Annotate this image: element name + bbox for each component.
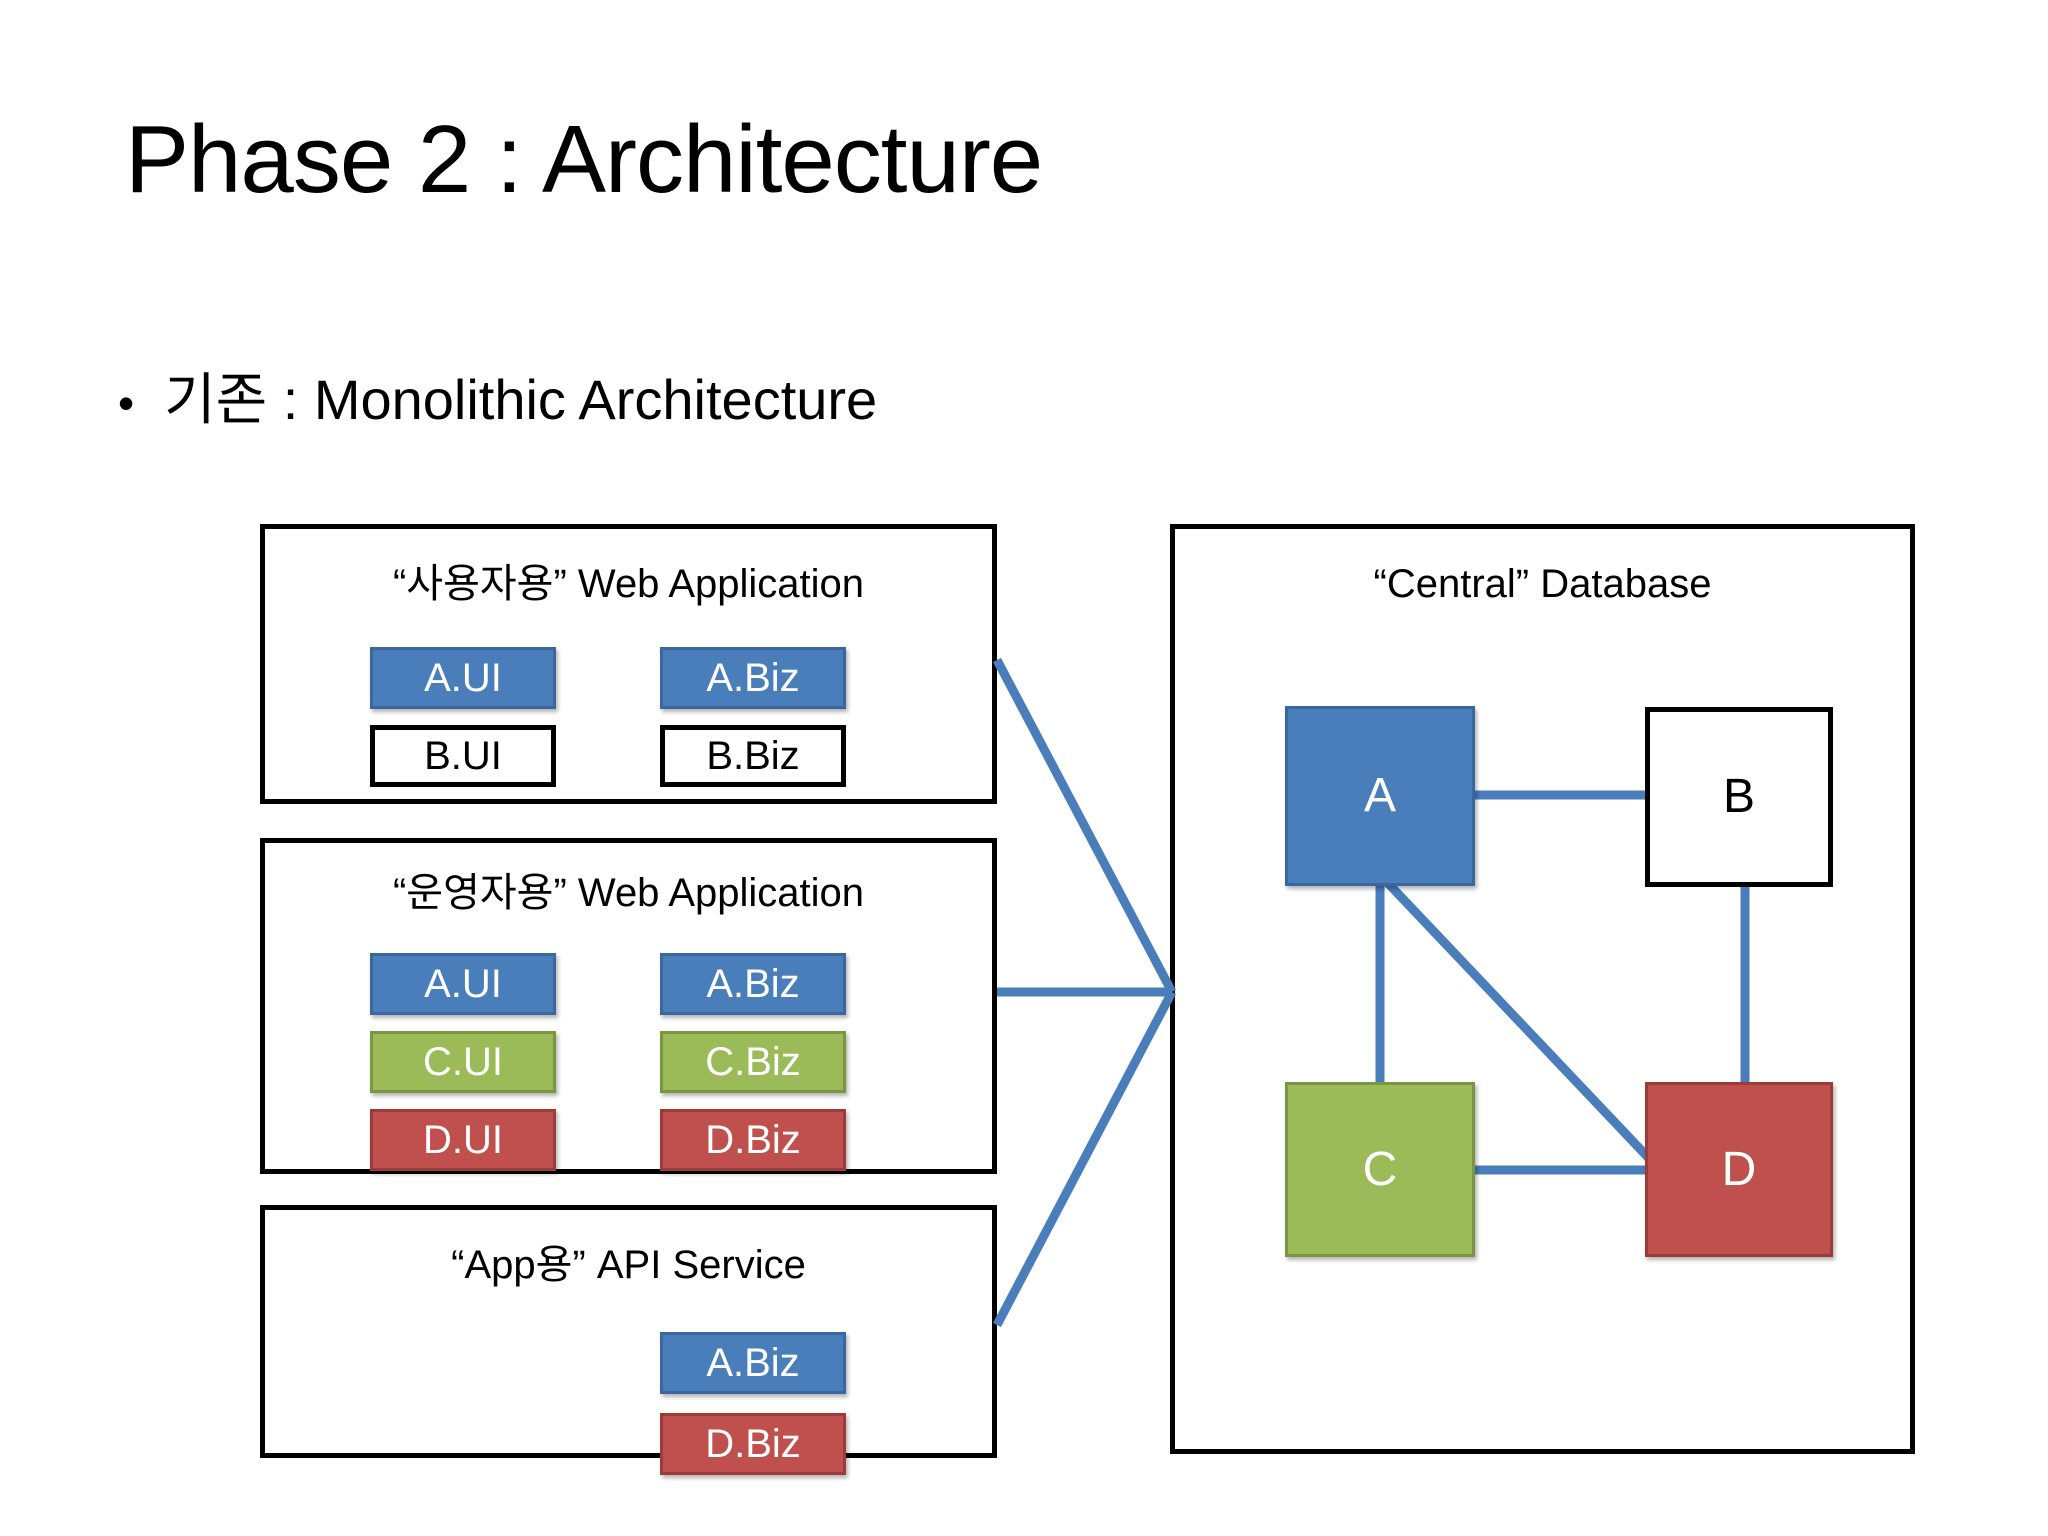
db-node-b[interactable]: B — [1645, 707, 1833, 887]
component-chip[interactable]: B.Biz — [660, 725, 846, 787]
component-chip[interactable]: A.Biz — [660, 647, 846, 709]
component-chip[interactable]: A.Biz — [660, 953, 846, 1015]
app-group-title: “운영자용” Web Application — [392, 871, 865, 915]
app-group-admin-web[interactable]: “운영자용” Web Application A.UI C.UI D.UI A.… — [260, 838, 997, 1174]
db-node-d[interactable]: D — [1645, 1082, 1833, 1257]
component-chip[interactable]: A.Biz — [660, 1332, 846, 1394]
db-node-a[interactable]: A — [1285, 706, 1475, 886]
page-title: Phase 2 : Architecture — [125, 106, 1043, 213]
app-group-title: “사용자용” Web Application — [392, 562, 865, 606]
db-node-c[interactable]: C — [1285, 1082, 1475, 1257]
central-database-panel[interactable]: “Central” Database — [1170, 524, 1915, 1454]
component-chip[interactable]: C.UI — [370, 1031, 556, 1093]
app-group-user-web[interactable]: “사용자용” Web Application A.UI B.UI A.Biz B… — [260, 524, 997, 804]
link-app-api-to-db — [993, 989, 1176, 1328]
bullet-marker-icon: • — [118, 377, 135, 429]
app-group-title: “App용” API Service — [451, 1243, 806, 1287]
component-chip[interactable]: C.Biz — [660, 1031, 846, 1093]
component-chip[interactable]: D.UI — [370, 1109, 556, 1171]
component-chip[interactable]: A.UI — [370, 647, 556, 709]
app-group-app-api[interactable]: “App용” API Service A.Biz D.Biz — [260, 1205, 997, 1475]
component-chip[interactable]: B.UI — [370, 725, 556, 787]
bullet-item-label: 기존 : Monolithic Architecture — [164, 368, 878, 431]
database-panel-title: “Central” Database — [1373, 562, 1712, 606]
bullet-list: • 기존 : Monolithic Architecture — [118, 372, 877, 428]
link-user-web-to-db — [993, 657, 1176, 995]
component-chip[interactable]: D.Biz — [660, 1413, 846, 1475]
component-chip[interactable]: D.Biz — [660, 1109, 846, 1171]
component-chip[interactable]: A.UI — [370, 953, 556, 1015]
